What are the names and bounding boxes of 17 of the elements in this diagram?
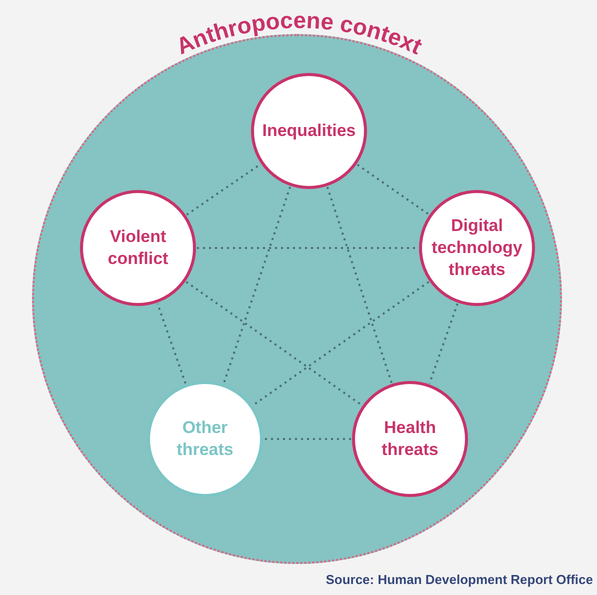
dotted-connector: [264, 438, 351, 440]
dotted-connector: [186, 281, 362, 406]
node-label: Other threats: [176, 417, 234, 461]
node-label: Inequalities: [261, 120, 357, 142]
dotted-connector: [356, 164, 430, 216]
dotted-connector: [428, 303, 458, 384]
dotted-connector: [326, 186, 393, 384]
dotted-connector: [186, 164, 261, 216]
dotted-connector: [252, 281, 430, 406]
source-note: Source: Human Development Report Office: [326, 572, 593, 587]
dotted-connector: [156, 303, 186, 384]
dotted-connector: [222, 186, 292, 384]
group-title: Anthropocene context: [172, 6, 426, 60]
node-label: Violent conflict: [106, 226, 170, 270]
dotted-connector: [197, 247, 418, 249]
node-label: Health threats: [380, 417, 440, 461]
node-label: Digital technology threats: [430, 215, 524, 281]
